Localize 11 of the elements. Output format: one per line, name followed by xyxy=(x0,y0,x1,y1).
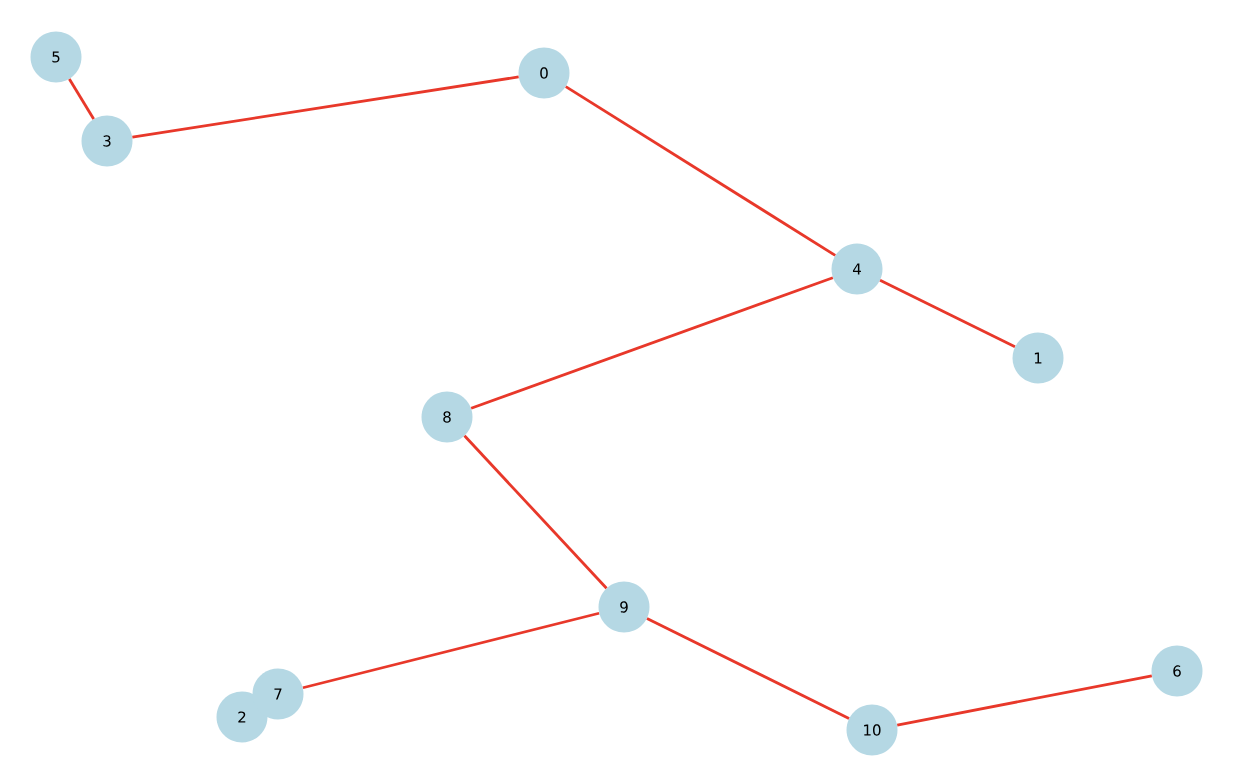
edge-line xyxy=(879,279,1016,348)
edge-line xyxy=(565,85,836,257)
edge-line xyxy=(646,617,850,720)
edge-line xyxy=(68,78,95,120)
edge-line xyxy=(302,611,600,690)
edge-line xyxy=(896,674,1153,727)
edge-line xyxy=(132,75,519,139)
node-label: 7 xyxy=(274,688,282,700)
edge-line xyxy=(463,434,608,590)
edge-line xyxy=(470,276,834,410)
node-label: 2 xyxy=(238,711,246,723)
